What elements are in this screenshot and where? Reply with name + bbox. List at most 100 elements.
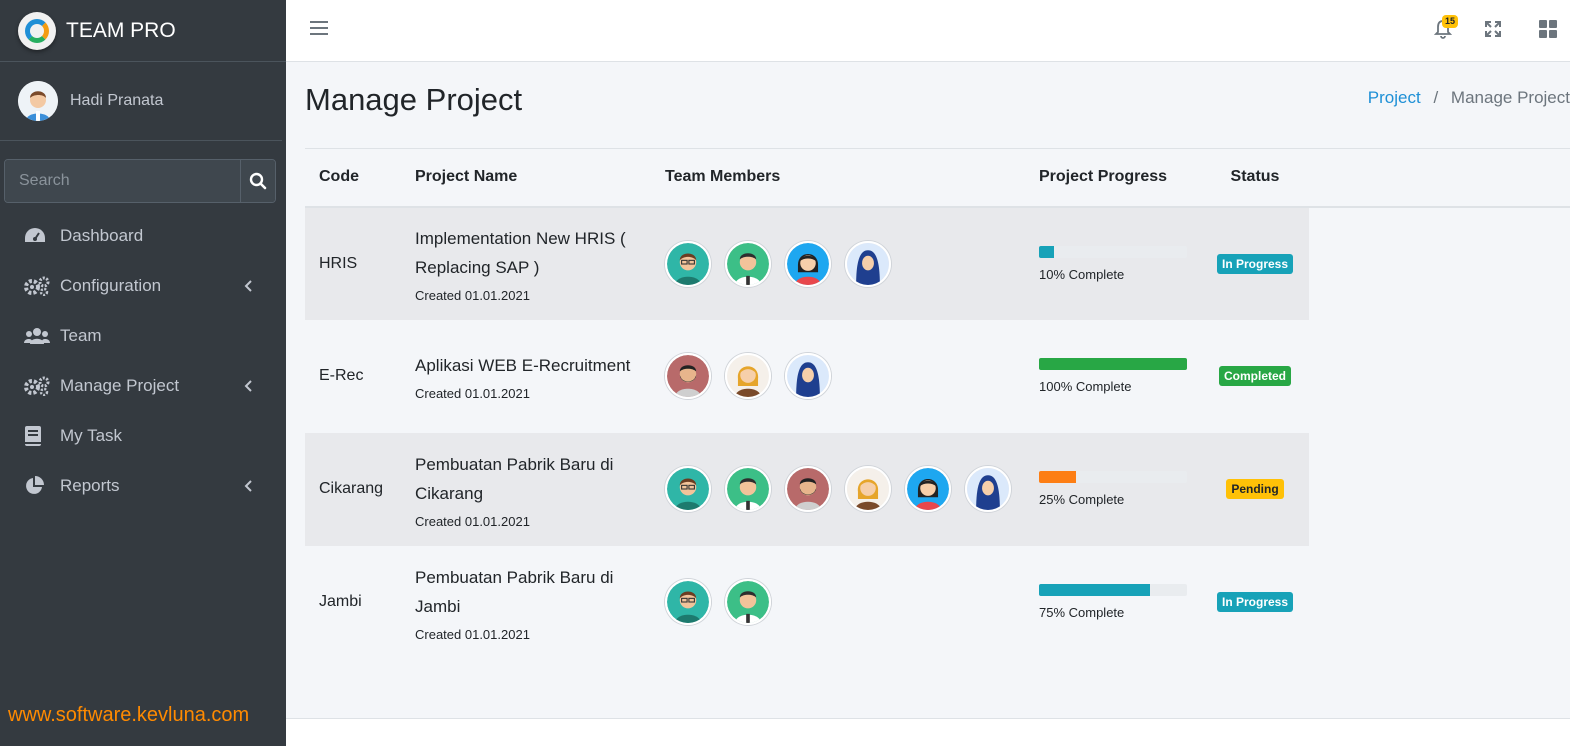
status-badge: In Progress: [1216, 592, 1294, 612]
sidebar-item-label: My Task: [60, 426, 123, 445]
member-list: [665, 466, 1011, 512]
table-header-row: Code Project Name Team Members Project P…: [305, 148, 1575, 207]
column-header-status: Status: [1230, 168, 1280, 186]
sidebar-item-my-task[interactable]: My Task: [0, 411, 286, 461]
fullscreen-icon[interactable]: [1484, 20, 1502, 43]
sidebar-item-dashboard[interactable]: Dashboard: [0, 211, 286, 261]
table-row[interactable]: Cikarang Pembuatan Pabrik Baru di Cikara…: [305, 432, 1575, 546]
search-button[interactable]: [240, 160, 275, 202]
sidebar-item-label: Manage Project: [60, 376, 180, 395]
progress-bar-fill: [1039, 358, 1187, 370]
pie-chart-icon: [24, 476, 50, 496]
breadcrumb: Project / Manage Project: [1368, 88, 1570, 108]
sidebar-item-team[interactable]: Team: [0, 311, 286, 361]
member-avatar[interactable]: [665, 466, 711, 512]
project-created: Created 01.01.2021: [415, 288, 530, 303]
cell-code: Jambi: [305, 546, 401, 659]
member-avatar[interactable]: [905, 466, 951, 512]
grid-icon[interactable]: [1539, 20, 1557, 43]
cell-project-progress: 25% Complete: [1025, 432, 1201, 546]
chevron-left-icon: [240, 278, 256, 294]
member-avatar[interactable]: [725, 579, 771, 625]
table-row[interactable]: HRIS Implementation New HRIS ( Replacing…: [305, 206, 1575, 320]
users-icon: [24, 326, 50, 346]
column-header-project-name: Project Name: [415, 168, 518, 186]
progress-bar-fill: [1039, 245, 1054, 258]
cell-team-members: [651, 546, 1025, 659]
cell-project-progress: 10% Complete: [1025, 206, 1201, 320]
member-avatar[interactable]: [785, 240, 831, 287]
column-header-code: Code: [319, 168, 359, 186]
brand-name: TEAM PRO: [66, 18, 176, 42]
cogs-icon: [24, 376, 50, 396]
cell-project-progress: 75% Complete: [1025, 546, 1201, 659]
tachometer-icon: [24, 226, 50, 246]
sidebar-item-label: Dashboard: [60, 226, 144, 245]
table-row[interactable]: Jambi Pembuatan Pabrik Baru di Jambi Cre…: [305, 546, 1575, 659]
cell-code: E-Rec: [305, 320, 401, 433]
project-code: HRIS: [319, 254, 358, 272]
sidebar-nav: Dashboard Configuration Team Manage Proj…: [0, 211, 286, 511]
watermark-text: www.software.kevluna.com: [8, 704, 250, 726]
brand-link[interactable]: TEAM PRO: [0, 0, 286, 62]
cell-project-name: Implementation New HRIS ( Replacing SAP …: [401, 206, 651, 320]
member-avatar[interactable]: [785, 353, 831, 399]
search-input[interactable]: [5, 160, 240, 202]
member-avatar[interactable]: [665, 240, 711, 287]
member-avatar[interactable]: [665, 353, 711, 399]
cell-empty: [1309, 433, 1575, 546]
page-title: Manage Project: [305, 82, 523, 117]
cell-team-members: [651, 206, 1025, 320]
project-created: Created 01.01.2021: [415, 513, 530, 529]
progress-bar: [1039, 358, 1187, 370]
project-created: Created 01.01.2021: [415, 626, 530, 642]
progress-text: 100% Complete: [1039, 379, 1132, 394]
cell-team-members: [651, 432, 1025, 546]
menu-toggle-icon[interactable]: [310, 20, 328, 41]
cell-project-name: Pembuatan Pabrik Baru di Jambi Created 0…: [401, 546, 651, 659]
member-avatar[interactable]: [845, 240, 891, 287]
sidebar-item-manage-project[interactable]: Manage Project: [0, 361, 286, 411]
status-badge: Pending: [1226, 479, 1284, 499]
member-list: [665, 240, 1011, 287]
search-icon: [249, 172, 267, 190]
member-avatar[interactable]: [725, 466, 771, 512]
member-list: [665, 579, 1011, 625]
book-icon: [24, 426, 50, 446]
project-name: Pembuatan Pabrik Baru di Cikarang: [415, 454, 614, 503]
cell-project-progress: 100% Complete: [1025, 320, 1201, 433]
user-panel[interactable]: Hadi Pranata: [0, 62, 282, 141]
member-avatar[interactable]: [725, 353, 771, 399]
status-badge: Completed: [1218, 366, 1291, 386]
project-code: Cikarang: [319, 480, 384, 497]
progress-bar: [1039, 471, 1187, 483]
progress-text: 25% Complete: [1039, 492, 1125, 507]
cell-empty: [1309, 546, 1575, 659]
breadcrumb-link-project[interactable]: Project: [1367, 88, 1421, 107]
member-avatar[interactable]: [665, 579, 711, 625]
content-header: Manage Project Project / Manage Project: [305, 82, 1570, 122]
chevron-left-icon: [240, 478, 256, 494]
member-list: [665, 353, 1011, 399]
column-header-team-members: Team Members: [665, 168, 781, 186]
sidebar-item-label: Team: [60, 326, 102, 345]
project-code: Jambi: [319, 593, 362, 610]
cell-project-name: Pembuatan Pabrik Baru di Cikarang Create…: [401, 432, 651, 546]
member-avatar[interactable]: [785, 466, 831, 512]
breadcrumb-current: Manage Project: [1450, 88, 1570, 107]
member-avatar[interactable]: [725, 240, 771, 287]
member-avatar[interactable]: [965, 466, 1011, 512]
member-avatar[interactable]: [845, 466, 891, 512]
table-row[interactable]: E-Rec Aplikasi WEB E-Recruitment Created…: [305, 320, 1575, 433]
status-badge: In Progress: [1216, 253, 1294, 274]
scrollbar-track[interactable]: [1570, 0, 1592, 746]
sidebar-item-reports[interactable]: Reports: [0, 461, 286, 511]
sidebar-item-configuration[interactable]: Configuration: [0, 261, 286, 311]
sidebar-item-label: Configuration: [60, 276, 162, 295]
cell-status: In Progress: [1201, 206, 1309, 320]
cell-status: In Progress: [1201, 546, 1309, 659]
progress-bar: [1039, 584, 1187, 596]
project-table-wrapper: Code Project Name Team Members Project P…: [305, 148, 1575, 659]
footer-bar: [286, 718, 1592, 746]
progress-bar: [1039, 245, 1187, 258]
